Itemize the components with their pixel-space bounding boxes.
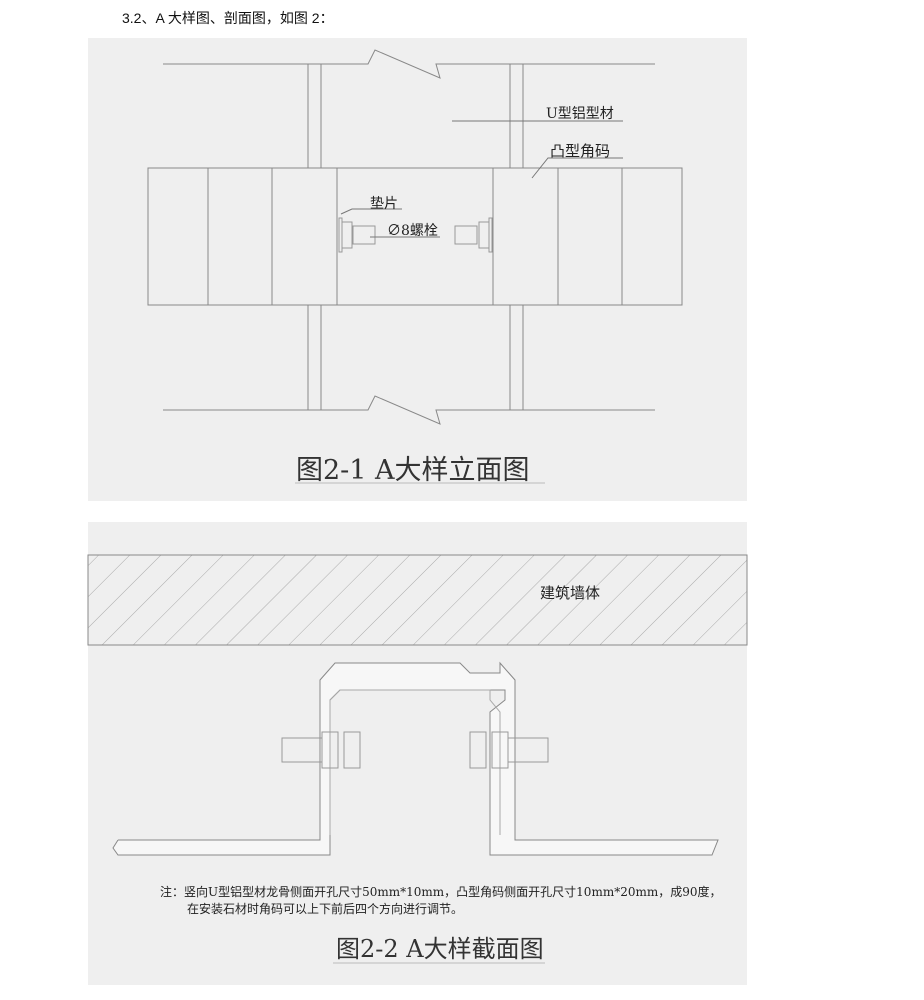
section-drawing bbox=[87, 554, 748, 964]
figure-2-1-title: 图2-1 A大样立面图 bbox=[296, 455, 530, 486]
section-bolt-left bbox=[281, 731, 361, 769]
note-line-2: 在安装石材时角码可以上下前后四个方向进行调节。 bbox=[187, 902, 464, 916]
bolt-left bbox=[338, 217, 376, 253]
figure-2-1-panel bbox=[88, 38, 747, 501]
label-bracket: 凸型角码 bbox=[550, 142, 611, 160]
figure-2-2-title: 图2-2 A大样截面图 bbox=[336, 935, 544, 963]
note-line-1: 注：竖向U型铝型材龙骨侧面开孔尺寸50mm*10mm，凸型角码侧面开孔尺寸10m… bbox=[160, 885, 722, 899]
label-bolt: ∅8螺栓 bbox=[387, 223, 438, 239]
label-washer: 垫片 bbox=[370, 196, 398, 212]
elevation-drawing bbox=[147, 49, 683, 484]
label-u-profile: U型铝型材 bbox=[546, 106, 614, 122]
section-heading: 3.2、A 大样图、剖面图，如图 2： bbox=[122, 10, 334, 26]
bolt-right bbox=[454, 217, 493, 253]
label-wall: 建筑墙体 bbox=[540, 584, 601, 602]
section-bolt-right bbox=[469, 731, 549, 769]
